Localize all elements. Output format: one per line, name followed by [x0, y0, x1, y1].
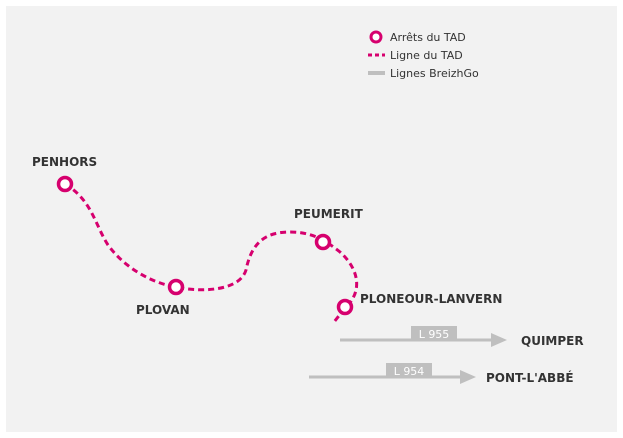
- stop-name: PLONEOUR-LANVERN: [360, 292, 502, 306]
- stop-name: PLOVAN: [136, 303, 190, 317]
- bus-line-955-badge: [411, 326, 457, 341]
- stop-ploneour-lanvern[interactable]: PLONEOUR-LANVERN: [336, 292, 503, 316]
- bus-line-954-badge: [386, 363, 432, 378]
- bus-line-954: L 954 PONT-L'ABBÉ: [309, 363, 574, 385]
- stop-penhors[interactable]: PENHORS: [32, 155, 97, 193]
- bus-line-954-code: L 954: [394, 365, 425, 378]
- stop-name: PENHORS: [32, 155, 97, 169]
- stop-plovan[interactable]: PLOVAN: [136, 278, 190, 318]
- legend-breizhgo-label: Lignes BreizhGo: [390, 67, 479, 80]
- bus-line-955-arrow-icon: [491, 333, 507, 347]
- stop-marker-icon[interactable]: [314, 233, 332, 251]
- legend-tad-line-label: Ligne du TAD: [390, 49, 463, 62]
- stop-name: PEUMERIT: [294, 207, 364, 221]
- tad-route-line: [64, 182, 359, 323]
- bus-line-954-arrow-icon: [460, 370, 476, 384]
- stop-marker-icon[interactable]: [56, 175, 74, 193]
- bus-line-955-code: L 955: [419, 328, 450, 341]
- bus-line-955-destination: QUIMPER: [521, 334, 584, 348]
- stop-marker-icon[interactable]: [336, 298, 354, 316]
- stop-peumerit[interactable]: PEUMERIT: [294, 207, 364, 251]
- bus-line-955: L 955 QUIMPER: [340, 326, 584, 348]
- legend: Arrêts du TAD Ligne du TAD Lignes Breizh…: [368, 30, 479, 80]
- stop-marker-icon[interactable]: [167, 278, 185, 296]
- legend-stops-label: Arrêts du TAD: [390, 31, 466, 44]
- map-background: [6, 6, 617, 432]
- bus-line-954-destination: PONT-L'ABBÉ: [486, 370, 574, 385]
- legend-stop-icon: [369, 30, 383, 44]
